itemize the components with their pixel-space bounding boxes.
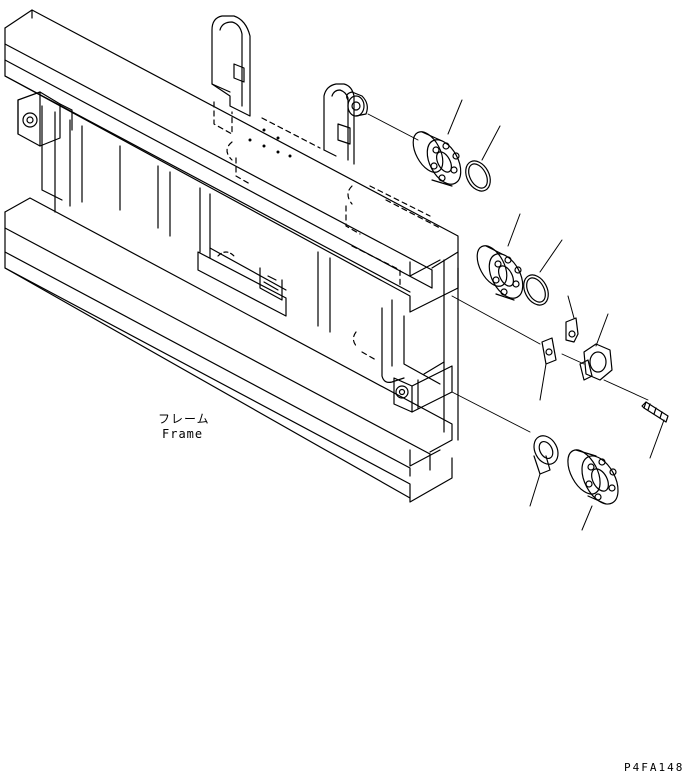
lock-plate-lower xyxy=(541,337,557,365)
assembly-center-lines xyxy=(367,113,649,433)
frame-label-english: Frame xyxy=(162,427,204,441)
snap-ring-upper xyxy=(465,160,491,192)
top-rail xyxy=(4,9,459,313)
left-end-bracket xyxy=(17,91,73,147)
callout-leaders xyxy=(447,99,665,531)
snap-ring-middle xyxy=(523,274,549,306)
retainer-cap xyxy=(579,343,613,381)
frame-label-japanese: フレーム xyxy=(158,412,210,426)
bolt xyxy=(641,401,669,423)
right-hook-plate xyxy=(323,83,368,165)
washer-lower xyxy=(533,435,559,475)
side-plate xyxy=(41,105,459,441)
bearing-middle xyxy=(476,245,524,301)
lower-right-opening xyxy=(381,299,453,413)
rail-bolt-holes xyxy=(248,128,292,158)
upper-left-hook-plate xyxy=(211,15,251,117)
figure-code: P4FA148 xyxy=(624,761,685,774)
hidden-details xyxy=(213,101,441,361)
bearing-upper xyxy=(412,131,462,187)
bottom-rail xyxy=(4,197,453,503)
center-block xyxy=(197,247,287,317)
lock-plate-upper xyxy=(565,317,579,343)
bearing-lower xyxy=(567,449,619,505)
